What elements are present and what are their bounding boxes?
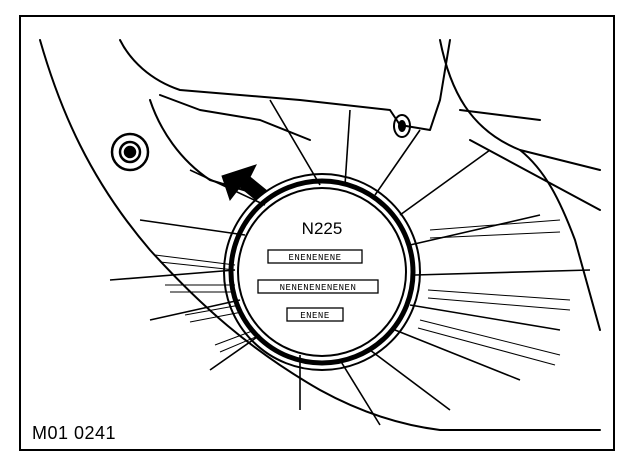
plate-row-3: ENENE: [286, 307, 344, 322]
plate-title: N225: [302, 219, 343, 238]
figure-reference-code: M01 0241: [32, 423, 117, 443]
plate-row-2-text: NENENENENENEN: [280, 283, 357, 293]
housing-outer-edge: [39, 39, 601, 431]
bolt-boss-right: [393, 114, 411, 138]
flywheel-hub: [223, 173, 421, 371]
radial-ribs: [109, 99, 591, 426]
pointer-arrow: [221, 164, 267, 202]
plate-row-1-text: ENENENENE: [288, 253, 341, 263]
plate-row-2: NENENENENENEN: [257, 279, 379, 294]
bolt-boss-left: [110, 132, 150, 172]
rib-hatching: [154, 219, 571, 366]
upper-casting: [119, 39, 451, 131]
plate-row-1: ENENENENE: [267, 249, 363, 264]
plate-row-3-text: ENENE: [300, 311, 330, 321]
